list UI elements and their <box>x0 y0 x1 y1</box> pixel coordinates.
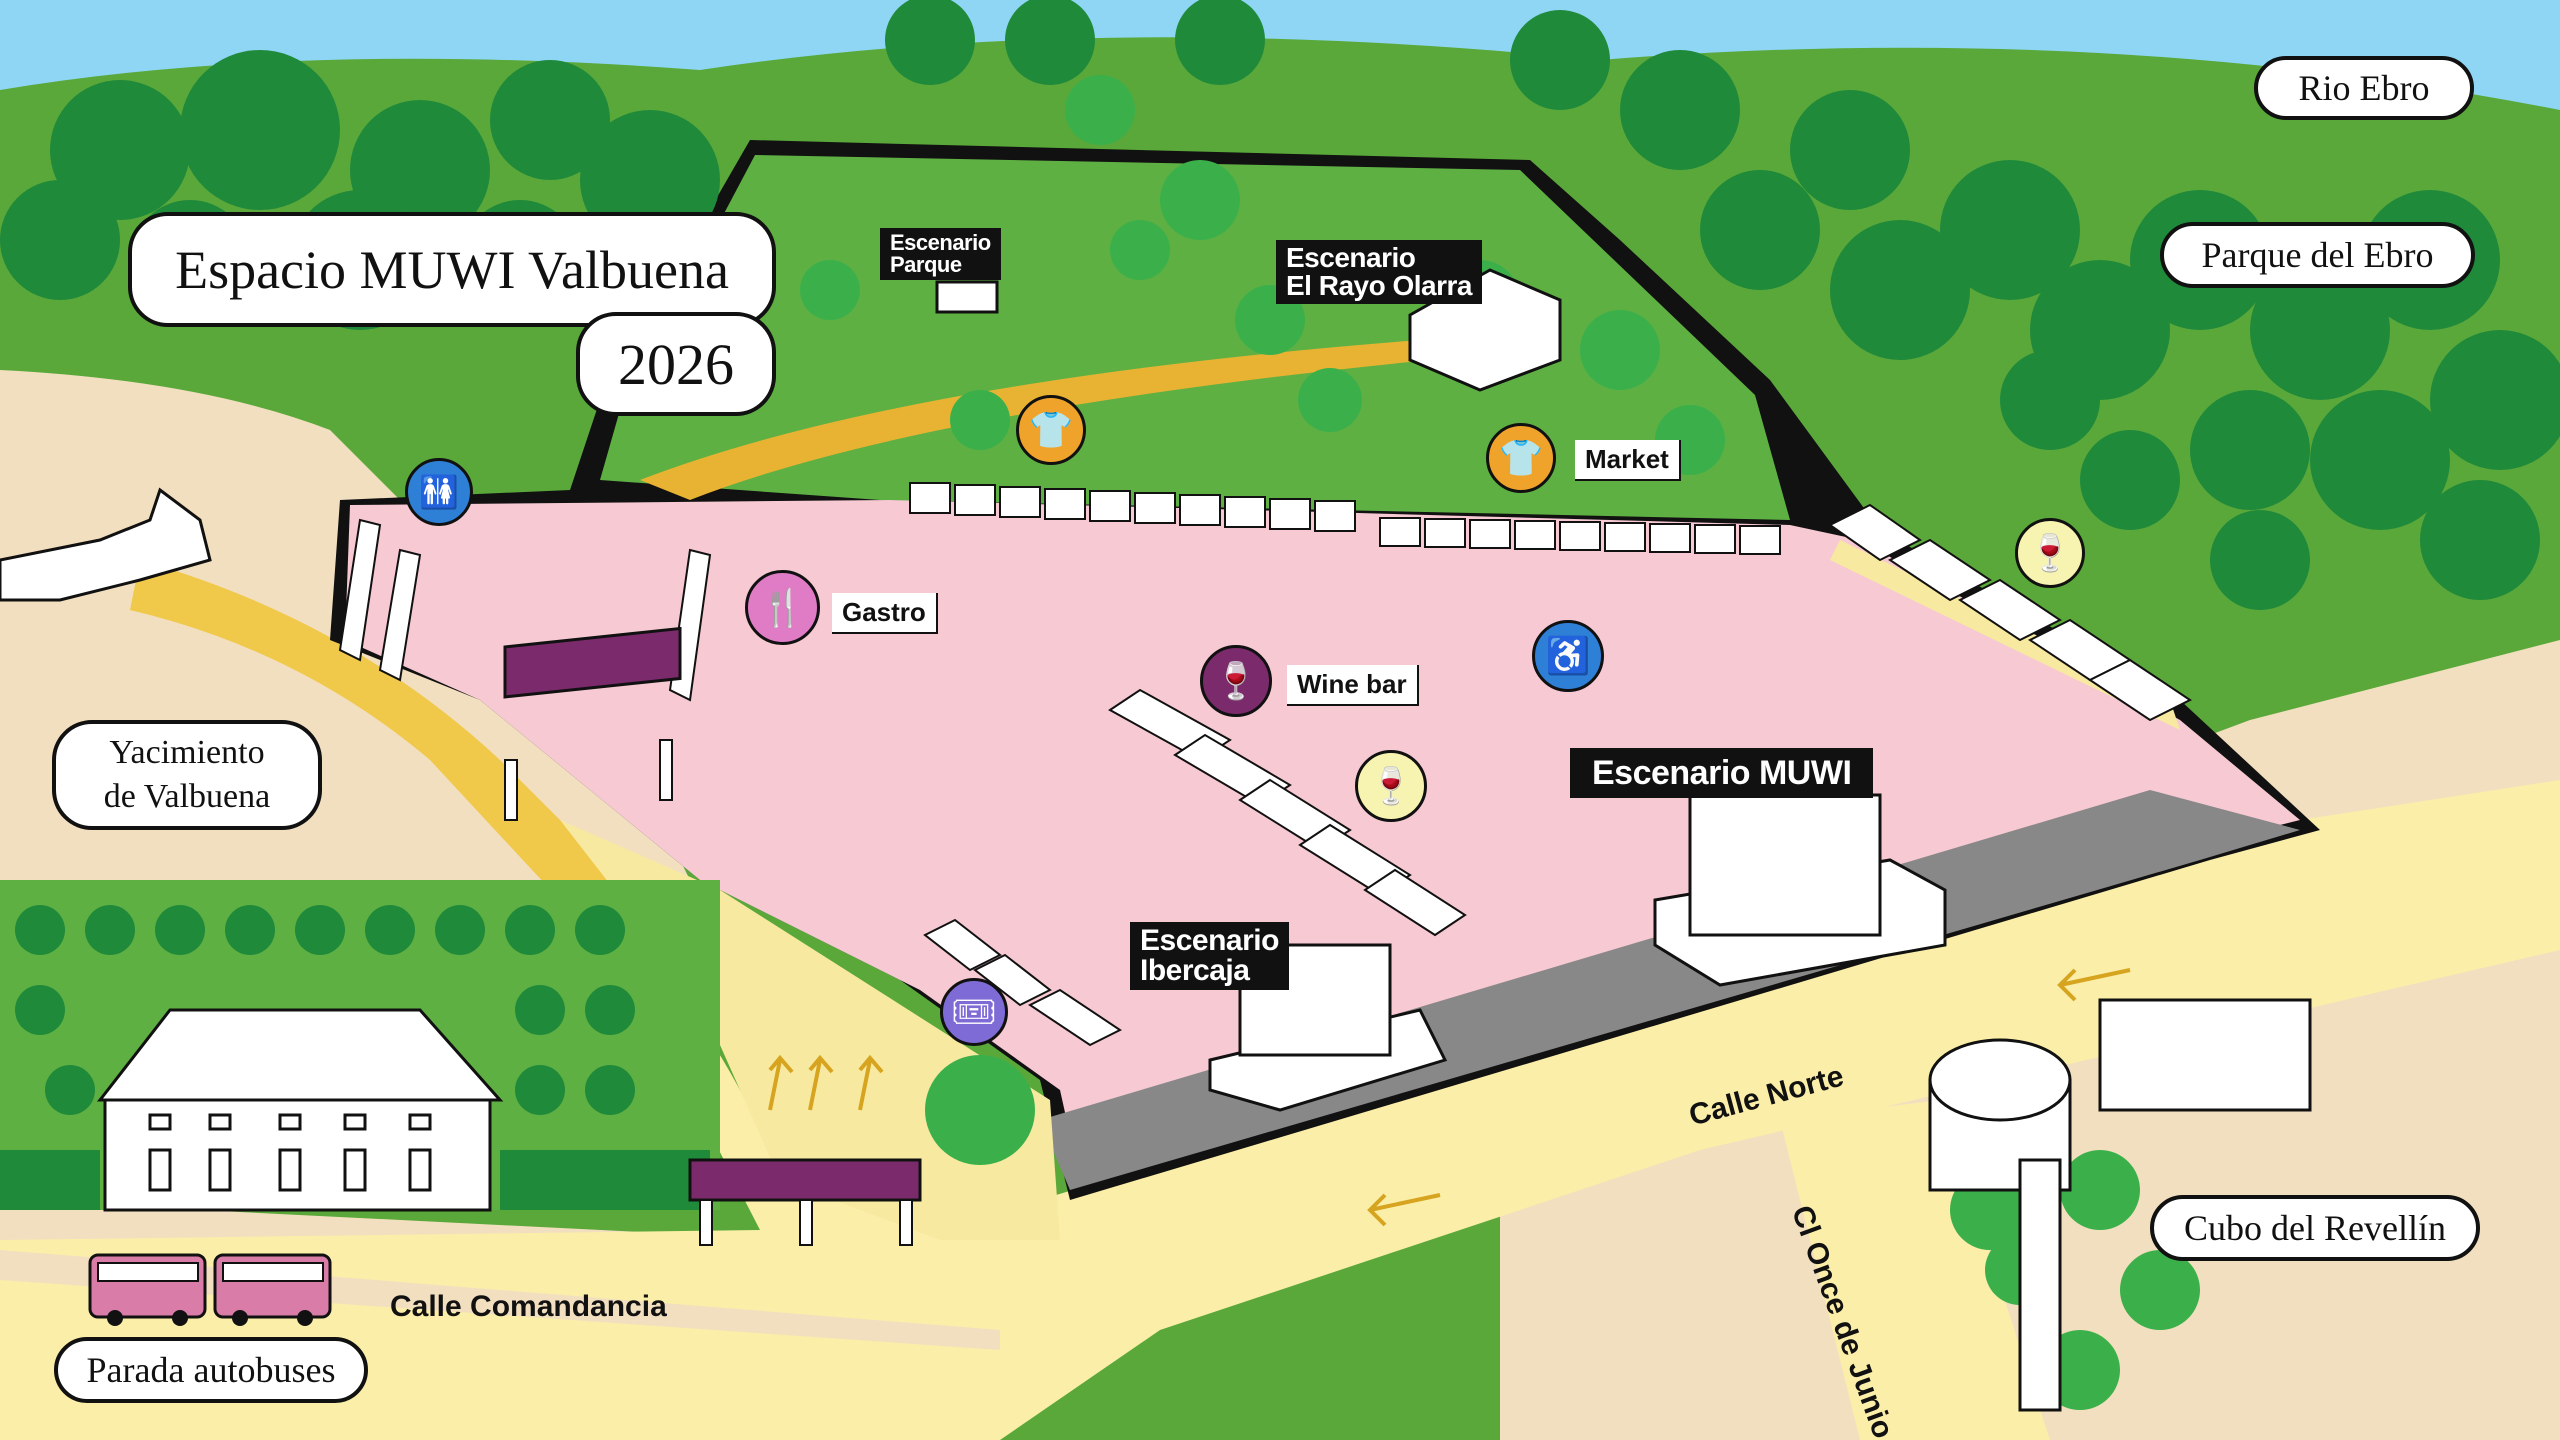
title-pill: Espacio MUWI Valbuena <box>128 212 776 327</box>
hedge-right <box>500 1150 710 1210</box>
cubo-revellin <box>1928 998 2312 1412</box>
place-parque-ebro[interactable]: Parque del Ebro <box>2160 222 2475 288</box>
place-parada[interactable]: Parada autobuses <box>54 1337 368 1403</box>
stage-muwi-label[interactable]: Escenario MUWI <box>1570 748 1874 798</box>
ticket-icon[interactable]: 🎟 <box>940 978 1008 1046</box>
wheelchair-icon[interactable]: ♿ <box>1532 620 1604 692</box>
bus-stop-gate <box>688 1158 922 1246</box>
orchard <box>15 905 635 1115</box>
place-cubo[interactable]: Cubo del Revellín <box>2150 1195 2480 1261</box>
hedge-left <box>0 1150 100 1210</box>
park-path <box>640 340 1430 500</box>
service-road <box>1040 790 2300 1190</box>
tshirt-icon[interactable]: 👕 <box>1486 423 1556 493</box>
tshirt-icon[interactable]: 👕 <box>1016 395 1086 465</box>
restroom-icon[interactable]: 🚻 <box>405 458 473 526</box>
place-label: Yacimiento de Valbuena <box>103 733 271 815</box>
place-label: Cubo del Revellín <box>2184 1208 2446 1248</box>
road-once-junio <box>1780 1100 2050 1440</box>
place-rio-ebro[interactable]: Rio Ebro <box>2254 56 2474 120</box>
map-year: 2026 <box>618 331 734 397</box>
wine-bar-booths <box>1108 688 1467 937</box>
place-label: Parada autobuses <box>86 1350 336 1390</box>
booth-row <box>909 482 1781 555</box>
stage-parque-label[interactable]: Escenario Parque <box>880 228 1001 280</box>
entrance-booths <box>923 918 1122 1047</box>
fork-knife-icon[interactable]: 🍴 <box>745 570 820 645</box>
wine-glass-icon[interactable]: 🍷 <box>2015 518 2085 588</box>
bus-1 <box>88 1253 207 1326</box>
ruins <box>0 487 212 602</box>
wine-glass-icon[interactable]: 🍷 <box>1355 750 1427 822</box>
stage-ibercaja-label[interactable]: Escenario Ibercaja <box>1130 922 1289 990</box>
stage-rayo-label[interactable]: Escenario El Rayo Olarra <box>1276 240 1482 304</box>
bus-2 <box>213 1253 332 1326</box>
stage-blocks <box>935 268 1947 1112</box>
zone-gastro-label[interactable]: Gastro <box>832 593 938 634</box>
street-comandancia: Calle Comandancia <box>390 1290 667 1323</box>
main-gate <box>503 626 682 821</box>
place-label: Rio Ebro <box>2298 68 2430 108</box>
right-booths <box>1828 503 2192 722</box>
year-pill: 2026 <box>576 312 776 416</box>
zone-market-label[interactable]: Market <box>1575 440 1681 481</box>
place-yacimiento[interactable]: Yacimiento de Valbuena <box>52 720 322 830</box>
zone-wine-bar-label[interactable]: Wine bar <box>1287 665 1419 706</box>
map-title: Espacio MUWI Valbuena <box>175 239 729 300</box>
barracks-building <box>96 1008 504 1212</box>
place-label: Parque del Ebro <box>2201 235 2434 275</box>
arrows <box>768 968 2131 1227</box>
wine-bottle-glass-icon[interactable]: 🍷 <box>1200 645 1272 717</box>
path-sandy <box>130 560 620 900</box>
